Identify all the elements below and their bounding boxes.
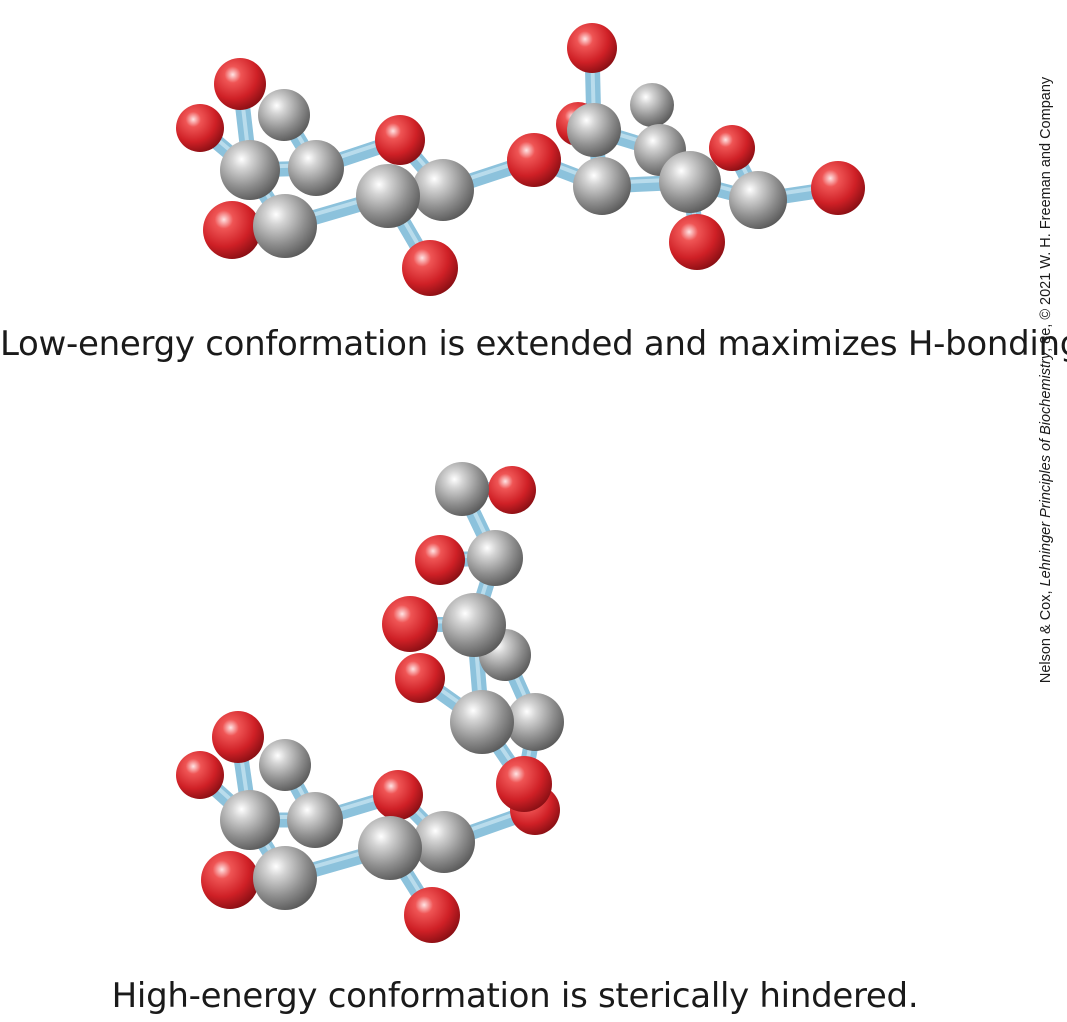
oxygen-atom <box>669 214 725 270</box>
carbon-atom <box>356 164 420 228</box>
oxygen-atom <box>176 104 224 152</box>
oxygen-atom <box>488 466 536 514</box>
high-energy-conformation-model <box>176 462 564 943</box>
oxygen-atom <box>214 58 266 110</box>
carbon-atom <box>220 790 280 850</box>
carbon-atom <box>630 83 674 127</box>
oxygen-atom <box>382 596 438 652</box>
carbon-atom <box>467 530 523 586</box>
oxygen-atom <box>404 887 460 943</box>
credit-line: Nelson & Cox, Lehninger Principles of Bi… <box>1038 77 1054 683</box>
oxygen-atom <box>201 851 259 909</box>
oxygen-atom <box>373 770 423 820</box>
low-energy-conformation-model <box>176 23 865 296</box>
carbon-atom <box>253 194 317 258</box>
oxygen-atom <box>375 115 425 165</box>
carbon-atom <box>258 89 310 141</box>
carbon-atom <box>567 103 621 157</box>
credit-prefix: Nelson & Cox, <box>1038 586 1054 684</box>
carbon-atom <box>288 140 344 196</box>
carbon-atom <box>287 792 343 848</box>
low-energy-caption: Low-energy conformation is extended and … <box>0 324 1067 364</box>
oxygen-atom <box>395 653 445 703</box>
carbon-atom <box>435 462 489 516</box>
copyright-credit: Nelson & Cox, Lehninger Principles of Bi… <box>1030 0 1062 1019</box>
oxygen-atom <box>507 133 561 187</box>
credit-suffix: , 8e, © 2021 W. H. Freeman and Company <box>1038 76 1054 352</box>
carbon-atom <box>253 846 317 910</box>
carbon-atom <box>573 157 631 215</box>
carbon-atom <box>659 151 721 213</box>
oxygen-atom <box>176 751 224 799</box>
carbon-atom <box>450 690 514 754</box>
carbon-atom <box>259 739 311 791</box>
carbon-atom <box>729 171 787 229</box>
carbon-atom <box>412 159 474 221</box>
oxygen-atom <box>567 23 617 73</box>
carbon-atom <box>220 140 280 200</box>
oxygen-atom <box>811 161 865 215</box>
high-energy-caption: High-energy conformation is sterically h… <box>111 976 919 1016</box>
carbon-atom <box>413 811 475 873</box>
oxygen-atom <box>496 756 552 812</box>
oxygen-atom <box>709 125 755 171</box>
oxygen-atom <box>415 535 465 585</box>
oxygen-atom <box>203 201 261 259</box>
oxygen-atom <box>212 711 264 763</box>
carbon-atom <box>442 593 506 657</box>
oxygen-atom <box>402 240 458 296</box>
carbon-atom <box>358 816 422 880</box>
carbon-atom <box>506 693 564 751</box>
credit-book-title: Lehninger Principles of Biochemistry <box>1038 351 1054 587</box>
